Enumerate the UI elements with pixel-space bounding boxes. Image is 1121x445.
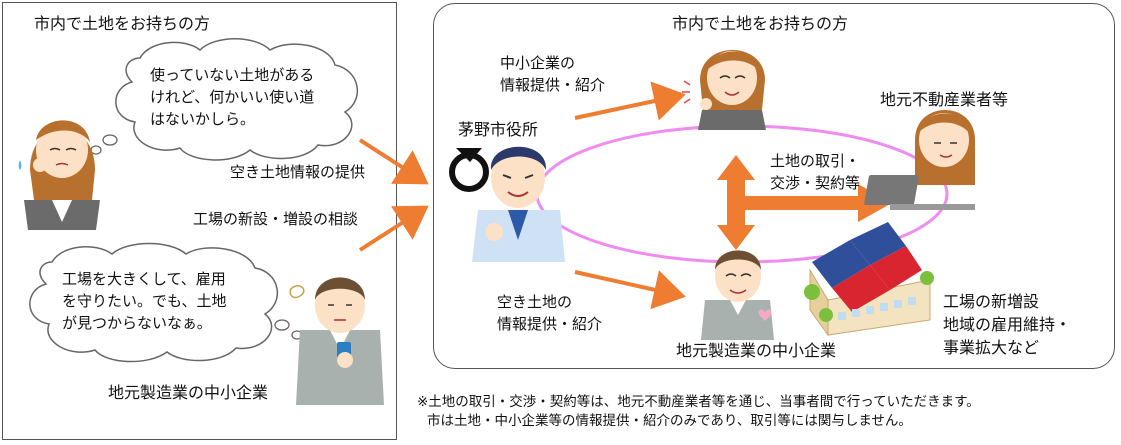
vertical-double-arrow [717, 155, 755, 250]
manufacturer-thought-text: 工場を大きくして、雇用 を守りたい。でも、土地 が見つからないなぁ。 [62, 270, 227, 332]
thought-cloud-landowner [90, 38, 359, 161]
factory-consult-label: 工場の新設・増設の相談 [193, 210, 359, 228]
real-estate-label: 地元不動産業者等 [880, 90, 1009, 109]
vacant-land-intro-label: 空き土地の 情報提供・紹介 [497, 293, 603, 333]
footnote-line-2: 市は土地・中小企業等の情報提供・紹介のみであり、取引等には関与しません。 [427, 413, 912, 429]
left-manufacturer-label: 地元製造業の中小企業 [108, 383, 269, 402]
flow-arrows [358, 81, 686, 310]
arrow-manufacturer-to-city [358, 205, 429, 252]
footnote-line-1: ※土地の取引・交渉・契約等は、地元不動産業者等を通じ、当事者間で行っていただきま… [417, 394, 980, 410]
city-official-icon [472, 146, 565, 262]
land-deal-label: 土地の取引・ 交渉・契約等 [770, 152, 861, 192]
right-arrow [745, 184, 892, 222]
landowner-happy-icon [682, 50, 766, 130]
landowner-thought-text: 使っていない土地がある けれど、何かいい使い道 はないかしら。 [150, 66, 315, 128]
factory-icon [804, 222, 934, 337]
landowner-worried-icon [18, 120, 100, 230]
city-office-label: 茅野市役所 [458, 120, 539, 139]
right-panel-title: 市内で土地をお持ちの方 [672, 14, 849, 33]
vacant-land-info-label: 空き土地情報の提供 [230, 163, 366, 181]
real-estate-agent-icon [864, 110, 975, 210]
arrow-city-to-manufacturer [574, 270, 686, 310]
manufacturer-happy-icon [701, 250, 774, 340]
sme-info-label: 中小企業の 情報提供・紹介 [500, 54, 606, 94]
outcomes-label: 工場の新増設 地域の雇用維持・ 事業拡大など [943, 292, 1072, 357]
arrow-city-to-landowner [574, 81, 686, 121]
land-deal-arrows [717, 155, 892, 250]
arrow-landowner-to-city [358, 138, 429, 185]
manufacturer-worried-icon [289, 277, 384, 405]
thought-cloud-manufacturer [29, 242, 303, 363]
city-logo-icon [449, 148, 489, 192]
right-manufacturer-label: 地元製造業の中小企業 [676, 341, 837, 360]
right-panel [433, 3, 1115, 369]
left-panel-title: 市内で土地をお持ちの方 [34, 14, 211, 33]
